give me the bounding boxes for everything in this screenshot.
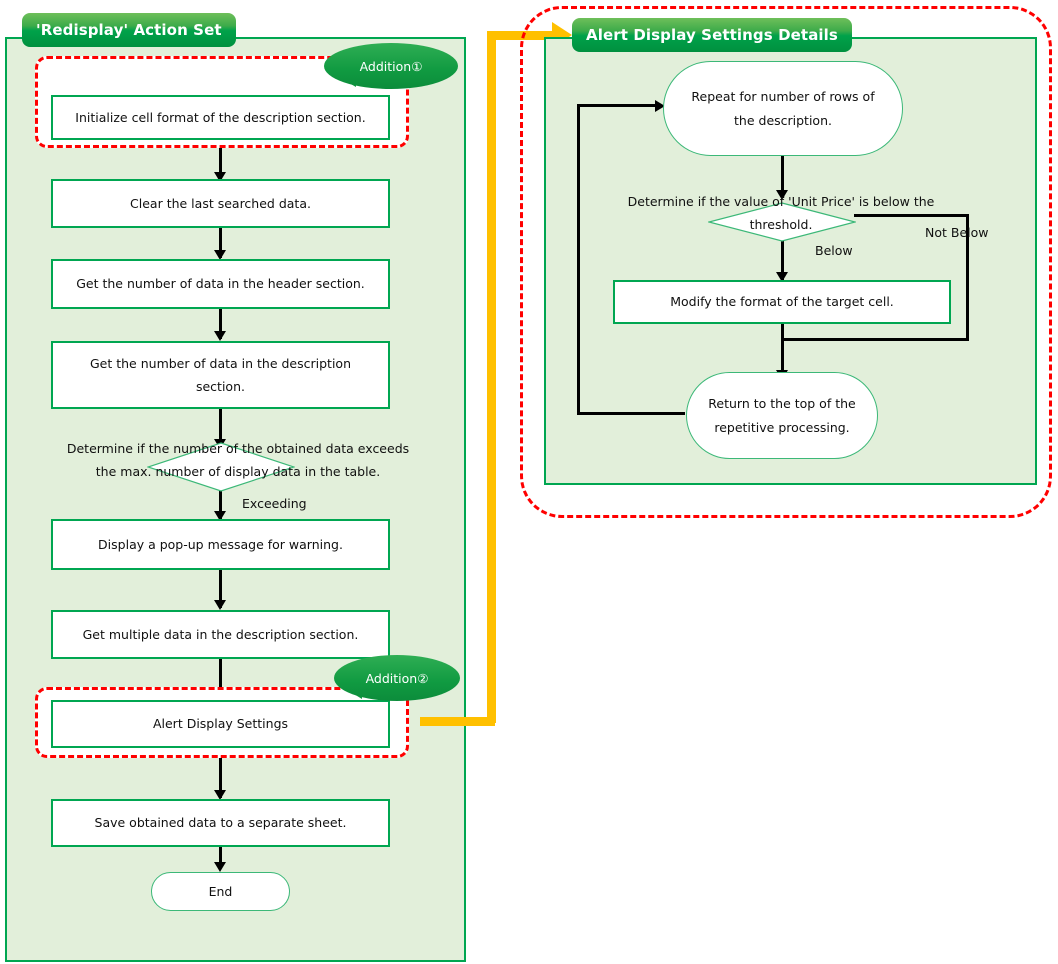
node-label: Alert Display Settings xyxy=(152,716,289,732)
connector-modify-to-return xyxy=(781,324,784,378)
connector-clear-to-header xyxy=(219,228,222,258)
connector-loopback-top xyxy=(577,104,659,107)
connector-init-to-clear xyxy=(219,140,222,179)
panel-title-redisplay: 'Redisplay' Action Set xyxy=(22,13,236,47)
callout-label: Addition① xyxy=(359,58,423,74)
connector-alert-to-save xyxy=(219,748,222,798)
arrowhead-clear-to-header xyxy=(214,250,226,260)
connector-repeat-to-decision xyxy=(781,156,784,198)
node-get-header-count[interactable]: Get the number of data in the header sec… xyxy=(51,259,390,309)
node-label: Return to the top of the repetitive proc… xyxy=(708,396,856,435)
node-label: Display a pop-up message for warning. xyxy=(98,536,343,552)
callout-label: Addition② xyxy=(365,670,429,686)
node-label: Save obtained data to a separate sheet. xyxy=(94,815,347,831)
connector-save-to-end xyxy=(219,847,222,867)
node-label: End xyxy=(208,883,233,899)
node-display-popup-warning[interactable]: Display a pop-up message for warning. xyxy=(51,519,390,570)
decision-shape-unit-price-threshold xyxy=(708,202,856,242)
panel-title-text: Alert Display Settings Details xyxy=(586,26,838,44)
node-save-obtained-data[interactable]: Save obtained data to a separate sheet. xyxy=(51,799,390,847)
node-label: Get multiple data in the description sec… xyxy=(82,626,359,642)
yellow-connector-vertical xyxy=(487,31,496,723)
connector-desc-to-decision xyxy=(219,409,222,447)
node-return-to-top[interactable]: Return to the top of the repetitive proc… xyxy=(686,372,878,459)
node-get-description-count[interactable]: Get the number of data in the descriptio… xyxy=(51,341,390,409)
node-label: Clear the last searched data. xyxy=(130,195,311,211)
node-label: Initialize cell format of the descriptio… xyxy=(75,109,366,125)
connector-multi-to-alert xyxy=(219,659,222,697)
connector-header-to-desc xyxy=(219,309,222,339)
arrowhead-repeat-to-decision xyxy=(776,190,788,200)
connector-loopback-vertical xyxy=(577,104,580,415)
callout-addition-1: Addition① xyxy=(324,43,458,89)
arrowhead-popup-to-multi xyxy=(214,600,226,610)
node-end-terminator[interactable]: End xyxy=(151,872,290,911)
node-label: Modify the format of the target cell. xyxy=(670,294,894,310)
yellow-connector-horizontal-bottom xyxy=(420,717,495,726)
panel-title-text: 'Redisplay' Action Set xyxy=(36,21,222,39)
decision-shape-exceeds-max xyxy=(147,442,295,492)
arrowhead-header-to-desc xyxy=(214,331,226,341)
arrowhead-save-to-end xyxy=(214,862,226,872)
connector-popup-to-multi xyxy=(219,570,222,608)
arrowhead-decision-to-modify xyxy=(776,272,788,282)
arrowhead-alert-to-save xyxy=(214,790,226,800)
connector-decision-to-popup xyxy=(219,489,222,519)
node-label: Repeat for number of rows of the descrip… xyxy=(691,89,875,128)
arrowhead-init-to-clear xyxy=(214,172,226,182)
arrowhead-loopback-to-repeat xyxy=(655,100,665,112)
node-label: Get the number of data in the header sec… xyxy=(76,276,365,292)
edge-label-exceeding: Exceeding xyxy=(242,496,307,511)
node-label: Get the number of data in the descriptio… xyxy=(89,355,351,394)
connector-notbelow-vertical xyxy=(966,214,969,341)
edge-label-below: Below xyxy=(815,243,853,258)
arrowhead-decision-to-popup xyxy=(214,511,226,521)
node-initialize-cell-format[interactable]: Initialize cell format of the descriptio… xyxy=(51,95,390,140)
panel-title-alert-details: Alert Display Settings Details xyxy=(572,18,852,52)
connector-notbelow-horizontal-top xyxy=(854,214,969,217)
callout-addition-2: Addition② xyxy=(334,655,460,701)
edge-label-not-below: Not Below xyxy=(925,225,989,240)
node-repeat-for-rows[interactable]: Repeat for number of rows of the descrip… xyxy=(663,61,903,156)
highlight-region-details-panel xyxy=(520,6,1052,518)
connector-loopback-bottom xyxy=(577,412,685,415)
node-modify-target-cell-format[interactable]: Modify the format of the target cell. xyxy=(613,280,951,324)
node-get-multiple-data[interactable]: Get multiple data in the description sec… xyxy=(51,610,390,659)
node-clear-last-searched-data[interactable]: Clear the last searched data. xyxy=(51,179,390,228)
connector-notbelow-horizontal-bottom xyxy=(781,338,969,341)
connector-decision-to-modify xyxy=(781,240,784,280)
node-alert-display-settings[interactable]: Alert Display Settings xyxy=(51,700,390,748)
